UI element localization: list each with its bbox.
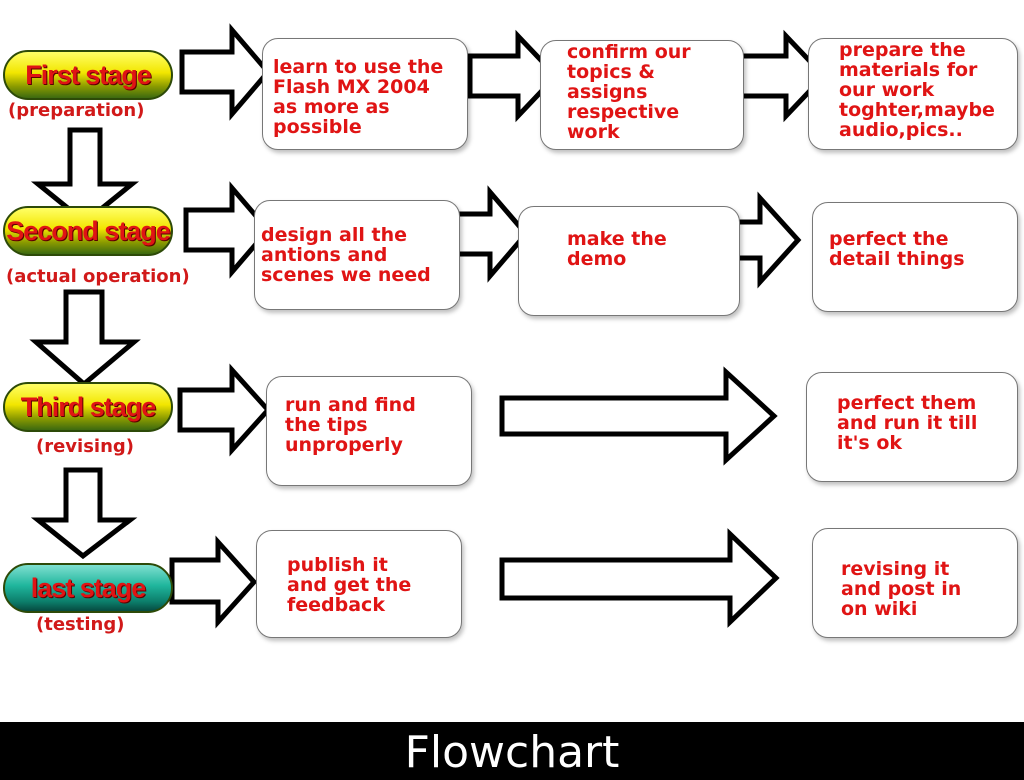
step-box-2b: make the demo [518, 206, 740, 316]
arrow-right-3 [737, 29, 828, 123]
step-box-4a: publish it and get the feedback [256, 530, 462, 638]
arrow-right-1 [179, 23, 272, 121]
arrow-right-long-2 [499, 528, 780, 628]
stage-first-sub: (preparation) [8, 100, 145, 121]
arrows-layer [29, 23, 828, 629]
stage-second: Second stage [3, 206, 173, 256]
step-text-1c: prepare the materials for our work toght… [839, 39, 995, 141]
arrow-down-1 [30, 127, 140, 226]
step-box-2a: design all the antions and scenes we nee… [254, 200, 460, 310]
step-box-3b: perfect them and run it till it's ok [806, 372, 1018, 482]
step-box-4b: revising it and post in on wiki [812, 528, 1018, 638]
stage-last-sub: (testing) [36, 614, 125, 635]
step-text-2c: perfect the detail things [829, 228, 965, 270]
arrow-right-8 [169, 535, 258, 629]
arrow-right-long-1 [499, 366, 778, 466]
step-text-1b: confirm our topics & assigns respective … [567, 41, 691, 143]
step-text-4a: publish it and get the feedback [287, 554, 412, 616]
arrow-down-3 [30, 467, 138, 560]
stage-first: First stage [3, 50, 173, 100]
step-text-3b: perfect them and run it till it's ok [837, 392, 978, 454]
footer-title: Flowchart [404, 727, 620, 778]
stage-second-sub: (actual operation) [6, 266, 190, 287]
stage-third: Third stage [3, 382, 173, 432]
step-box-1a: learn to use the Flash MX 2004 as more a… [262, 38, 468, 150]
arrow-right-4 [183, 181, 272, 279]
stage-third-sub: (revising) [36, 436, 135, 457]
step-text-1a: learn to use the Flash MX 2004 as more a… [273, 56, 444, 138]
step-box-2c: perfect the detail things [812, 202, 1018, 312]
step-text-3a: run and find the tips unproperly [285, 394, 416, 456]
flowchart-canvas: First stage (preparation) Second stage (… [0, 0, 1024, 722]
step-text-2a: design all the antions and scenes we nee… [261, 224, 431, 286]
stage-last: last stage [3, 563, 173, 613]
step-box-1b: confirm our topics & assigns respective … [540, 40, 744, 150]
step-text-2b: make the demo [567, 228, 667, 270]
footer-bar: Flowchart [0, 722, 1024, 778]
step-box-1c: prepare the materials for our work toght… [808, 38, 1018, 150]
arrow-right-7 [177, 363, 272, 457]
step-text-4b: revising it and post in on wiki [841, 558, 962, 620]
step-box-3a: run and find the tips unproperly [266, 376, 472, 486]
arrow-down-2 [29, 289, 141, 388]
arrow-right-2 [467, 29, 560, 123]
